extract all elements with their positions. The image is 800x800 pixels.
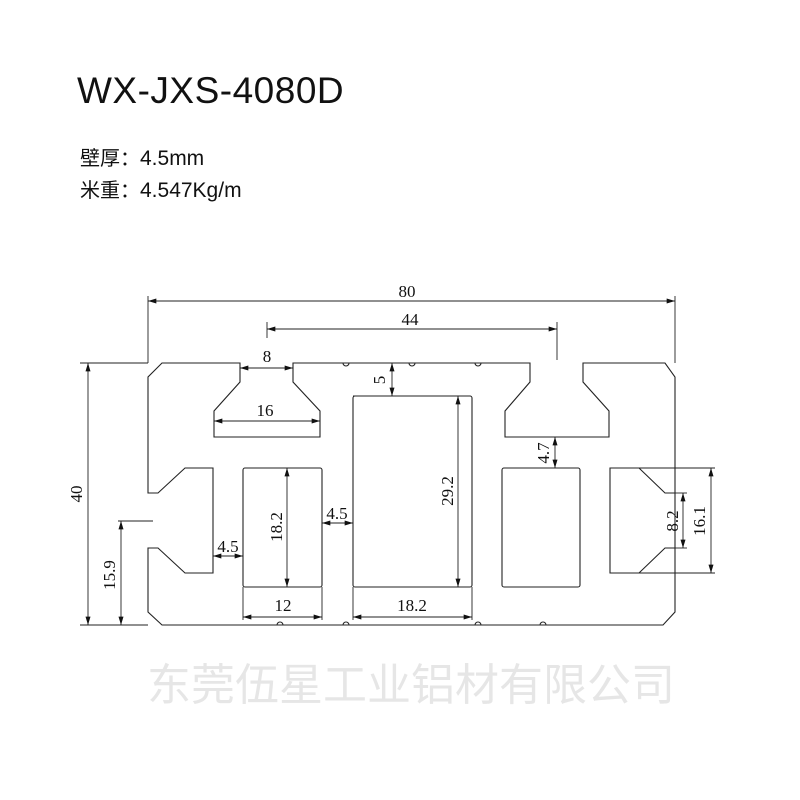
dimension-left-wall: 4.5	[212, 537, 244, 559]
right-cavity	[501, 467, 581, 588]
dimension-mid-wall: 4.5	[322, 504, 353, 526]
dimension-overall-width: 80	[147, 282, 676, 363]
dimension-slot-to-cavity: 4.7	[534, 437, 558, 468]
dimension-center-cavity-height: 29.2	[438, 396, 461, 588]
wall-thickness-value: 4.5mm	[140, 147, 205, 170]
dim-label-8-2: 8.2	[663, 510, 682, 531]
dim-label-18-2-horizontal: 18.2	[397, 596, 427, 615]
dim-label-5: 5	[370, 376, 389, 385]
dimension-top-wall: 5	[353, 363, 395, 397]
dimension-side-slot-opening: 8.2	[663, 492, 687, 549]
dim-label-8: 8	[263, 347, 272, 366]
dimension-side-slot-offset: 15.9	[100, 520, 153, 626]
weight-label: 米重：	[80, 178, 140, 202]
left-cavity	[242, 467, 323, 588]
dim-label-16: 16	[257, 401, 274, 420]
dim-label-80: 80	[399, 282, 416, 301]
profile-model-title: WX-JXS-4080D	[77, 70, 345, 111]
dimension-slot-spacing: 44	[266, 310, 558, 360]
dimension-slot-opening: 8	[239, 347, 293, 371]
dim-label-16-1: 16.1	[690, 506, 709, 536]
dimension-center-cavity-width: 18.2	[352, 587, 473, 620]
center-cavity	[352, 395, 473, 588]
dim-label-18-2-vertical: 18.2	[267, 512, 286, 542]
dim-label-4-5-left: 4.5	[217, 537, 238, 556]
dim-label-44: 44	[402, 310, 420, 329]
dimension-left-cavity-width: 12	[242, 587, 323, 620]
dimension-left-cavity-height: 18.2	[267, 468, 290, 588]
dim-label-4-5-mid: 4.5	[326, 504, 347, 523]
dim-label-29-2: 29.2	[438, 476, 457, 506]
dimension-side-slot-height: 16.1	[610, 467, 715, 574]
wall-thickness-spec: 壁厚：4.5mm	[80, 142, 204, 171]
dim-label-12: 12	[275, 596, 292, 615]
dim-label-15-9: 15.9	[100, 560, 119, 590]
dim-label-4-7: 4.7	[534, 442, 553, 464]
wall-thickness-label: 壁厚：	[80, 146, 140, 170]
dimension-overall-height: 40	[67, 362, 148, 626]
right-t-slot	[609, 467, 675, 574]
dimension-slot-inner-width: 16	[213, 401, 320, 424]
watermark: 东莞伍星工业铝材有限公司	[147, 660, 675, 711]
edge-notches	[276, 362, 547, 626]
weight-value: 4.547Kg/m	[140, 179, 242, 202]
profile-outline	[147, 362, 676, 626]
weight-spec: 米重：4.547Kg/m	[80, 174, 242, 203]
dim-label-40: 40	[67, 486, 86, 503]
